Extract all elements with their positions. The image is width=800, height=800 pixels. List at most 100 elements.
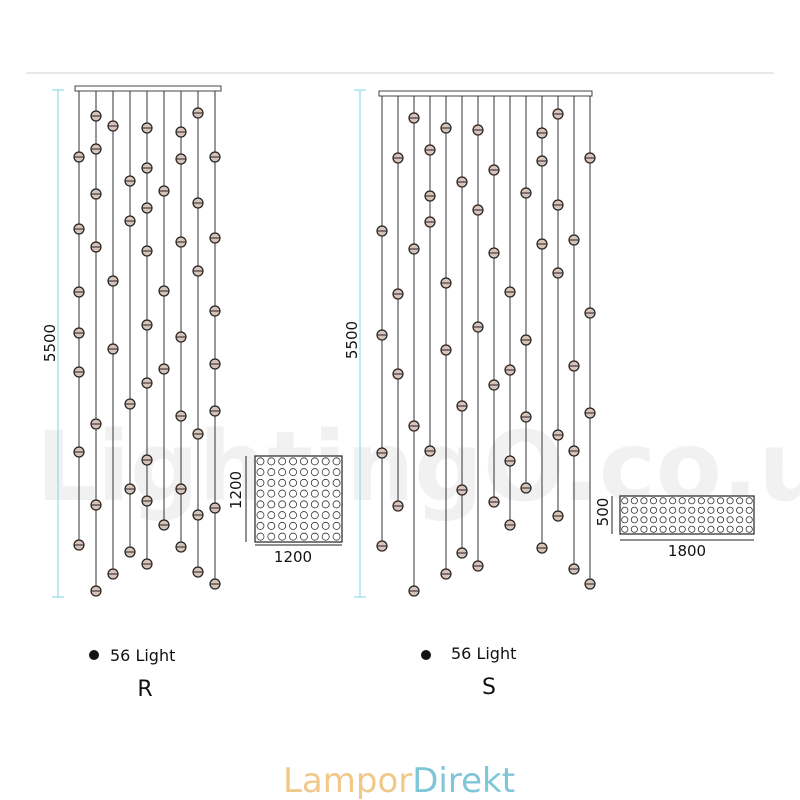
crystal-bulb	[90, 143, 102, 155]
crystal-bulb	[175, 541, 187, 553]
footprint-bulb-marker	[299, 500, 308, 509]
footprint-bulb-marker	[745, 516, 753, 524]
crystal-bulb	[440, 344, 452, 356]
crystal-bulb	[107, 568, 119, 580]
footprint-bulb-marker	[630, 516, 638, 524]
crystal-bulb	[209, 502, 221, 514]
footprint-bulb-marker	[289, 511, 298, 520]
footprint-bulb-marker	[659, 497, 667, 505]
variant-s: 5500 500 1800 56 Light S	[343, 89, 755, 700]
crystal-bulb	[488, 379, 500, 391]
footprint-width-label-s: 1800	[668, 542, 706, 560]
footprint-bulb-marker	[289, 489, 298, 498]
footprint-bulb-marker	[697, 516, 705, 524]
crystal-bulb	[440, 277, 452, 289]
crystal-bulb	[192, 107, 204, 119]
footprint-bulb-marker	[716, 497, 725, 505]
footprint-bulb-marker	[310, 457, 319, 466]
footprint-bulb-marker	[669, 525, 677, 533]
crystal-bulb	[488, 496, 500, 508]
crystal-bulb	[424, 190, 436, 202]
footprint-bulb-marker	[332, 500, 341, 509]
crystal-bulb	[141, 202, 153, 214]
footprint-bulb-marker	[678, 506, 686, 514]
footprint-bulb-marker	[278, 478, 287, 487]
footprint-bulb-marker	[649, 516, 658, 524]
crystal-bulb	[209, 151, 221, 163]
crystal-bulb	[90, 499, 102, 511]
crystal-bulb	[472, 560, 484, 572]
light-bullet-icon	[89, 650, 99, 660]
crystal-bulb	[107, 120, 119, 132]
footprint-bulb-marker	[267, 478, 276, 487]
crystal-bulb	[141, 319, 153, 331]
footprint-bulb-marker	[745, 506, 753, 514]
footprint-bulb-marker	[707, 516, 715, 524]
crystal-bulb	[456, 484, 468, 496]
footprint-bulb-marker	[332, 532, 341, 541]
crystal-bulb	[568, 445, 580, 457]
crystal-bulb	[192, 197, 204, 209]
footprint-bulb-marker	[697, 506, 705, 514]
variant-label-s: S	[482, 675, 496, 700]
footprint-bulb-marker	[256, 511, 265, 520]
crystal-bulb	[73, 366, 85, 378]
crystal-bulb	[124, 215, 136, 227]
crystal-bulb	[504, 455, 516, 467]
footprint-bulb-marker	[716, 525, 725, 533]
footprint-bulb-marker	[640, 516, 648, 524]
footprint-bulb-marker	[256, 457, 265, 466]
crystal-bulb	[175, 331, 187, 343]
footprint-bulb-marker	[726, 497, 734, 505]
crystal-bulb	[209, 305, 221, 317]
crystal-bulb	[376, 225, 388, 237]
footprint-bulb-marker	[310, 489, 319, 498]
light-count-label-r: 56 Light	[110, 646, 175, 665]
footprint-outline-s	[619, 495, 755, 535]
footprint-bulb-marker	[299, 489, 308, 498]
crystal-bulb	[192, 566, 204, 578]
pendant-strands-s	[376, 96, 596, 597]
crystal-bulb	[472, 321, 484, 333]
crystal-bulb	[175, 236, 187, 248]
crystal-bulb	[552, 199, 564, 211]
crystal-bulb	[488, 247, 500, 259]
crystal-bulb	[73, 539, 85, 551]
crystal-bulb	[504, 519, 516, 531]
crystal-bulb	[440, 122, 452, 134]
footprint-bulb-marker	[256, 489, 265, 498]
footprint-bulb-marker	[688, 506, 696, 514]
footprint-bulb-marker	[697, 525, 705, 533]
crystal-bulb	[73, 223, 85, 235]
brand-part-lampor: Lampor	[283, 761, 412, 800]
crystal-bulb	[107, 275, 119, 287]
footprint-bulb-marker	[310, 478, 319, 487]
crystal-bulb	[520, 187, 532, 199]
footprint-bulb-marker	[332, 468, 341, 477]
crystal-bulb	[520, 482, 532, 494]
footprint-bulb-marker	[310, 521, 319, 530]
crystal-bulb	[90, 418, 102, 430]
footprint-bulb-marker	[716, 506, 725, 514]
crystal-bulb	[424, 144, 436, 156]
footprint-bulb-marker	[289, 500, 298, 509]
footprint-bulb-marker	[669, 506, 677, 514]
footprint-bulb-marker	[726, 506, 734, 514]
footprint-bulb-marker	[278, 511, 287, 520]
light-bullet-icon	[421, 650, 431, 660]
footprint-bulb-marker	[321, 468, 330, 477]
variant-label-r: R	[137, 677, 152, 702]
crystal-bulb	[392, 500, 404, 512]
footprint-bulb-marker	[256, 500, 265, 509]
footprint-bulb-marker	[299, 532, 308, 541]
footprint-bulb-marker	[289, 532, 298, 541]
crystal-bulb	[536, 155, 548, 167]
footprint-bulb-marker	[289, 457, 298, 466]
footprint-bulb-marker	[289, 468, 298, 477]
ceiling-plate-r	[74, 85, 222, 92]
crystal-bulb	[392, 152, 404, 164]
footprint-bulb-marker	[736, 506, 744, 514]
crystal-bulb	[90, 110, 102, 122]
crystal-bulb	[392, 288, 404, 300]
footprint-bulb-marker	[688, 497, 696, 505]
